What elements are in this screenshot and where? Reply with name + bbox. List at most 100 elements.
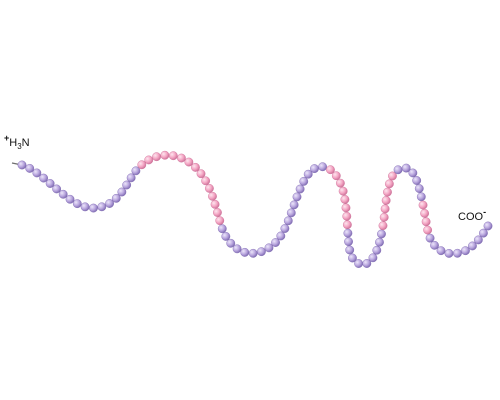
n-terminus-label: +H3N (4, 133, 30, 151)
amino-acid-bead-purple (430, 240, 439, 250)
amino-acid-bead-purple (377, 229, 386, 239)
amino-acid-bead-purple (345, 245, 355, 255)
amino-acid-bead-pink (210, 199, 220, 209)
amino-acid-bead-pink (152, 152, 161, 162)
amino-acid-bead-purple (131, 166, 141, 176)
amino-acid-bead-purple (80, 202, 90, 212)
amino-acid-bead-purple (283, 216, 293, 226)
amino-acid-bead-purple (72, 199, 82, 209)
amino-acid-bead-purple (276, 231, 286, 241)
amino-acid-bead-pink (341, 203, 351, 213)
amino-acid-bead-purple (264, 243, 274, 253)
amino-acid-bead-purple (468, 241, 477, 251)
amino-acid-bead-purple (483, 221, 493, 231)
amino-acid-bead-pink (342, 211, 352, 221)
amino-acid-bead-pink (388, 171, 397, 181)
amino-acid-bead-pink (378, 221, 388, 231)
amino-acid-bead-purple (17, 160, 27, 170)
amino-acid-bead-pink (381, 196, 391, 205)
amino-acid-bead-purple (257, 247, 266, 257)
amino-acid-bead-purple (408, 168, 418, 178)
c-terminus-charge: - (483, 207, 486, 217)
amino-acid-bead-purple (39, 173, 49, 183)
amino-acid-bead-pink (338, 186, 348, 196)
amino-acid-bead-purple (226, 238, 236, 248)
amino-acid-bead-purple (310, 164, 319, 174)
amino-acid-bead-purple (393, 165, 403, 175)
amino-acid-bead-purple (473, 235, 483, 245)
amino-acid-bead-purple (444, 248, 454, 258)
amino-acid-bead-pink (423, 225, 433, 235)
amino-acid-bead-purple (343, 228, 353, 238)
amino-acid-bead-pink (335, 178, 345, 188)
amino-acid-bead-purple (436, 246, 446, 256)
amino-acid-bead-purple (425, 233, 435, 243)
amino-acid-bead-pink (137, 160, 147, 170)
amino-acid-bead-pink (215, 216, 225, 226)
amino-acid-bead-purple (232, 244, 242, 254)
amino-acid-bead-pink (201, 176, 211, 186)
amino-acid-bead-purple (368, 253, 378, 263)
amino-acid-bead-purple (318, 162, 327, 172)
amino-acid-residues (17, 150, 493, 268)
amino-acid-bead-purple (372, 245, 382, 255)
amino-acid-bead-pink (342, 220, 352, 230)
amino-acid-bead-purple (25, 163, 35, 173)
amino-acid-bead-purple (344, 237, 353, 247)
amino-acid-bead-purple (65, 194, 75, 204)
n-terminus-charge: + (4, 133, 9, 143)
amino-acid-bead-purple (303, 169, 313, 179)
n-terminus-h: H (9, 137, 17, 149)
amino-acid-bead-purple (401, 163, 411, 173)
amino-acid-bead-purple (295, 184, 305, 194)
amino-acid-bead-pink (208, 191, 217, 201)
amino-acid-bead-pink (204, 184, 214, 193)
amino-acid-bead-purple (348, 253, 357, 263)
amino-acid-bead-purple (240, 247, 250, 257)
amino-acid-bead-purple (271, 238, 280, 247)
amino-acid-bead-purple (45, 179, 55, 188)
amino-acid-bead-purple (217, 224, 227, 234)
amino-acid-bead-purple (105, 199, 114, 208)
amino-acid-bead-purple (414, 184, 424, 193)
amino-acid-bead-pink (331, 171, 341, 181)
amino-acid-bead-pink (191, 162, 200, 172)
amino-acid-bead-pink (380, 204, 390, 214)
amino-acid-bead-purple (97, 202, 107, 212)
amino-acid-bead-pink (383, 187, 392, 197)
amino-acid-bead-purple (412, 176, 422, 185)
amino-acid-bead-pink (177, 153, 186, 163)
amino-acid-bead-purple (416, 192, 426, 202)
amino-acid-bead-purple (248, 248, 258, 258)
amino-acid-bead-pink (196, 169, 206, 179)
n-terminus-subscript: 3 (17, 142, 22, 151)
amino-acid-bead-pink (340, 195, 350, 204)
amino-acid-bead-pink (168, 151, 178, 161)
amino-acid-bead-pink (326, 165, 335, 175)
amino-acid-bead-pink (160, 150, 170, 160)
amino-acid-bead-pink (184, 157, 194, 167)
amino-acid-bead-purple (286, 208, 296, 218)
c-terminus-label: COO- (458, 207, 486, 223)
amino-acid-bead-purple (58, 189, 68, 199)
amino-acid-bead-purple (122, 180, 132, 190)
amino-acid-bead-purple (354, 259, 363, 268)
amino-acid-bead-purple (289, 200, 299, 210)
amino-acid-bead-purple (221, 231, 231, 241)
n-terminus-n: N (22, 137, 30, 149)
amino-acid-bead-pink (144, 155, 154, 165)
amino-acid-bead-purple (117, 187, 127, 197)
amino-acid-bead-purple (292, 192, 302, 202)
amino-acid-bead-purple (362, 259, 372, 268)
amino-acid-bead-pink (418, 200, 428, 210)
amino-acid-bead-purple (111, 193, 121, 203)
c-terminus-coo: COO (458, 211, 484, 223)
amino-acid-bead-purple (479, 228, 488, 238)
amino-acid-bead-purple (299, 176, 309, 186)
amino-acid-bead-purple (461, 246, 470, 256)
amino-acid-bead-purple (453, 248, 462, 258)
amino-acid-bead-purple (375, 237, 384, 247)
amino-acid-bead-pink (379, 212, 389, 222)
amino-acid-bead-pink (420, 208, 430, 218)
